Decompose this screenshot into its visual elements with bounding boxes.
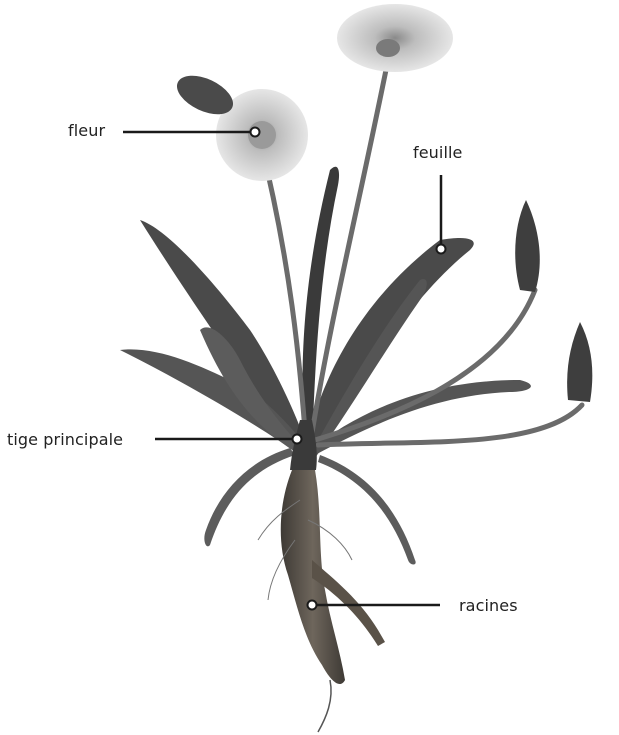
label-fleur: fleur <box>68 121 105 140</box>
marker-fleur <box>251 128 260 137</box>
root-system <box>258 470 385 732</box>
label-tige-principale: tige principale <box>7 430 123 449</box>
marker-racines <box>308 601 317 610</box>
label-racines: racines <box>459 596 518 615</box>
marker-feuille <box>437 245 446 254</box>
open-flower-2 <box>337 4 453 72</box>
label-feuille: feuille <box>413 143 463 162</box>
marker-tige <box>293 435 302 444</box>
